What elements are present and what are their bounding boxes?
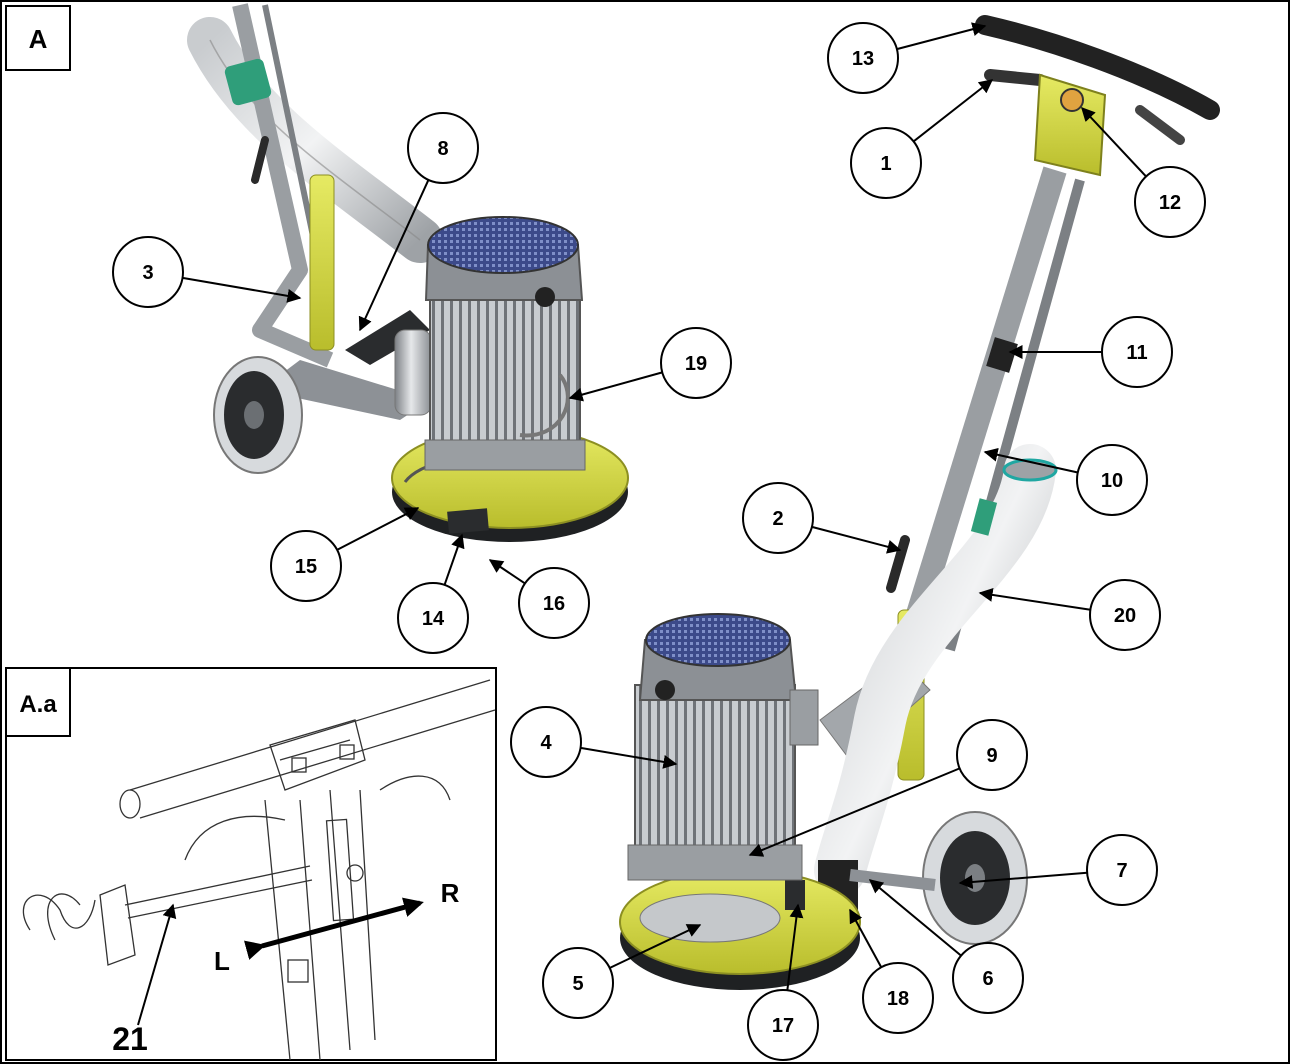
callout-circle-6: [952, 942, 1024, 1014]
callout-1: 1: [850, 79, 994, 199]
callout-leader-10: [983, 447, 1079, 474]
callout-leader-12: [1081, 106, 1147, 178]
callout-leader-9: [748, 767, 961, 857]
callout-leader-18: [849, 908, 883, 968]
callout-leader-3: [182, 276, 302, 303]
callout-leader-7: [958, 871, 1088, 889]
machine-right: [619, 15, 1220, 990]
callout-leader-4: [580, 746, 678, 769]
callout-10: 10: [983, 444, 1148, 516]
callout-17: 17: [747, 903, 819, 1061]
callout-circle-8: [407, 112, 479, 184]
callout-15: 15: [270, 507, 420, 602]
callout-circle-20: [1089, 579, 1161, 651]
callout-number: 8: [437, 138, 448, 160]
callout-leader-14: [443, 533, 465, 586]
callout-number: 2: [772, 508, 783, 530]
callout-12: 12: [1081, 106, 1206, 238]
inset-label-text: A.a: [19, 691, 57, 718]
callout-number: 15: [295, 556, 317, 578]
callout-number: 11: [1126, 342, 1147, 364]
callout-circle-17: [747, 989, 819, 1061]
callout-leader-5: [609, 924, 702, 969]
callout-14: 14: [397, 533, 469, 654]
callout-number: 3: [142, 262, 153, 284]
panel-a-text: A: [29, 24, 48, 54]
direction-right-label: R: [441, 878, 460, 908]
callout-number: 20: [1114, 605, 1136, 627]
callout-number: 17: [772, 1015, 794, 1037]
callout-number: 5: [572, 973, 583, 995]
callout-number: 10: [1101, 470, 1123, 492]
callout-9: 9: [748, 719, 1028, 857]
callout-circle-1: [850, 127, 922, 199]
callout-circle-11: [1101, 316, 1173, 388]
callout-leader-17: [786, 903, 804, 991]
callout-number: 18: [887, 988, 909, 1010]
callout-number: 1: [880, 153, 891, 175]
callout-leader-1: [912, 79, 994, 143]
callout-number: 4: [540, 732, 552, 754]
callout-7: 7: [958, 834, 1158, 906]
machine-left: [187, 3, 629, 542]
callout-leader-16: [488, 559, 526, 585]
callout-circle-4: [510, 706, 582, 778]
callout-number: 13: [852, 48, 874, 70]
callout-3: 3: [112, 236, 302, 308]
callout-circle-5: [542, 947, 614, 1019]
callout-20: 20: [978, 579, 1161, 651]
callout-circle-10: [1076, 444, 1148, 516]
callout-18: 18: [849, 908, 934, 1034]
callout-number: 19: [685, 353, 707, 375]
direction-left-label: L: [214, 946, 230, 976]
callout-4: 4: [510, 706, 678, 778]
callout-leader-13: [896, 22, 987, 51]
inset-panel: A.a R: [5, 667, 497, 1061]
callout-number: 7: [1116, 860, 1127, 882]
callout-leader-19: [568, 371, 663, 402]
callout-leader-20: [978, 587, 1091, 611]
callout-5: 5: [542, 924, 702, 1019]
callout-circle-3: [112, 236, 184, 308]
panel-a-label: A: [5, 5, 71, 71]
callout-number: 16: [543, 593, 565, 615]
callout-circle-7: [1086, 834, 1158, 906]
callout-number: 9: [986, 745, 997, 767]
callout-8: 8: [358, 112, 479, 332]
part-21-label: 21: [112, 1021, 148, 1057]
callout-circle-12: [1134, 166, 1206, 238]
callout-6: 6: [868, 879, 1024, 1014]
callout-number: 12: [1159, 192, 1181, 214]
inset-line-drawing: [22, 679, 496, 1061]
callout-leader-6: [868, 879, 962, 957]
callout-circle-2: [742, 482, 814, 554]
callout-circle-14: [397, 582, 469, 654]
callout-leader-8: [358, 179, 430, 332]
callout-circle-19: [660, 327, 732, 399]
callout-circle-15: [270, 530, 342, 602]
callout-11: 11: [1008, 316, 1173, 388]
callout-16: 16: [488, 559, 590, 639]
callout-19: 19: [568, 327, 732, 402]
callout-leader-2: [811, 525, 902, 554]
callout-2: 2: [742, 482, 902, 554]
callout-leader-15: [336, 507, 420, 551]
callout-number: 6: [982, 968, 993, 990]
direction-arrow: [243, 897, 424, 960]
callout-circle-18: [862, 962, 934, 1034]
callout-number: 14: [422, 608, 445, 630]
callout-circle-9: [956, 719, 1028, 791]
inset-label-box: [5, 667, 71, 737]
callout-circle-16: [518, 567, 590, 639]
callout-circle-13: [827, 22, 899, 94]
callout-13: 13: [827, 22, 987, 94]
